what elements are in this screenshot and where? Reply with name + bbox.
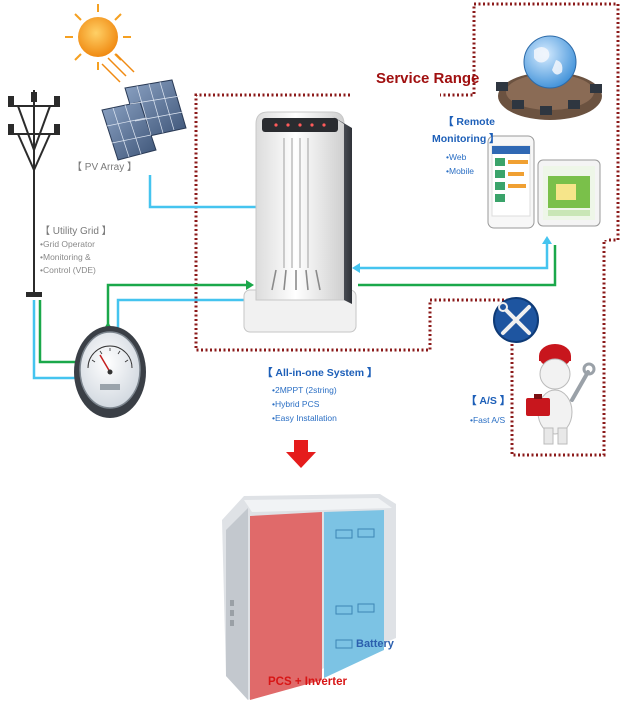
down-arrow [286,440,316,468]
utility-grid-bullet: Grid Operator [40,238,96,251]
arrow-to-unit [352,263,360,273]
all-in-one-bullets: 2MPPT (2string) Hybrid PCS Easy Installa… [272,383,337,425]
globe-network-icon [496,35,602,120]
arrow-ac-in [246,280,254,290]
after-service-label: 【 A/S 】 [466,395,511,407]
utility-grid-bullets: Grid Operator Monitoring & Control (VDE) [40,238,96,277]
utility-grid-bullet: Control (VDE) [40,264,96,277]
tablet-icon [537,159,601,227]
sun-icon [65,4,135,83]
remote-monitoring-bullet: Mobile [446,164,474,178]
dc-connection-lines [32,175,549,380]
smartphone-icon [487,135,535,229]
after-service-bullet: Fast A/S [470,413,505,427]
all-in-one-label: 【 All-in-one System 】 [262,367,378,379]
all-in-one-bullet: 2MPPT (2string) [272,383,337,397]
after-service-bullets: Fast A/S [470,413,505,427]
remote-monitoring-label-2: Monitoring 】 [432,133,500,145]
all-in-one-unit-image [243,111,357,333]
wrench-screwdriver-icon [493,297,539,343]
power-meter-icon [74,326,146,418]
service-range-border [194,2,620,457]
all-in-one-bullet: Easy Installation [272,411,337,425]
ac-connection-lines [38,245,557,364]
remote-monitoring-label-1: 【 Remote [443,116,495,128]
utility-grid-label: 【 Utility Grid 】 [40,226,112,237]
arrow-to-remote [542,236,552,244]
pv-array-label: 【 PV Array 】 [72,162,138,173]
remote-monitoring-bullet: Web [446,150,474,164]
cabinet-image [222,494,396,700]
remote-monitoring-bullets: Web Mobile [446,150,474,178]
utility-grid-bullet: Monitoring & [40,251,96,264]
all-in-one-bullet: Hybrid PCS [272,397,337,411]
technician-icon [526,344,596,445]
pcs-inverter-label: PCS + Inverter [268,676,347,688]
solar-panel-icon [101,79,187,161]
battery-label: Battery [356,638,394,650]
service-range-title: Service Range [376,70,480,87]
utility-pole-icon [8,90,60,297]
